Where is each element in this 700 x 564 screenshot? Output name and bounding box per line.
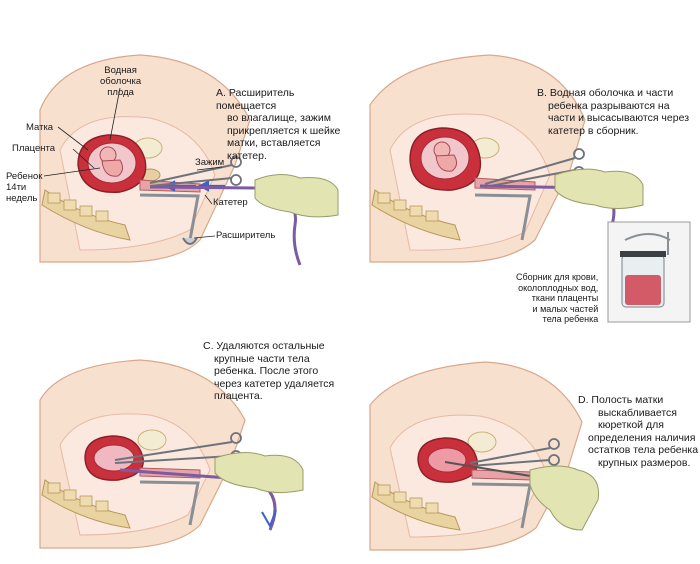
caption-line: крупных размеров.: [598, 456, 691, 469]
panel-d: D. Полость матки выскабливается кюреткой…: [350, 330, 700, 564]
panel-a-illustration: [39, 54, 339, 266]
label-uterus: Матка: [26, 122, 54, 133]
caption-line: ребенка разрываются на: [548, 99, 670, 112]
caption-line: ребенка. После этого: [214, 365, 319, 377]
caption-line: В. Водная оболочка и части: [537, 87, 674, 99]
caption-line: А. Расширитель помещается: [216, 87, 295, 112]
label-amniotic-sac: Водная оболочка плода: [100, 65, 141, 98]
label-clamp: Зажим: [195, 157, 225, 168]
panel-d-illustration: [369, 361, 600, 551]
caption-line: выскабливается: [598, 406, 677, 419]
label-collector: Сборник для крови, околоплодных вод, тка…: [516, 272, 598, 325]
caption-line: катетер в сборник.: [548, 124, 639, 137]
label-line: 14ти: [6, 182, 27, 193]
label-catheter: Катетер: [213, 197, 248, 208]
caption-line: определения наличия: [588, 431, 696, 444]
label-line: плода: [107, 87, 134, 98]
caption-line: кюреткой для: [598, 419, 664, 431]
caption-line: С. Удаляются остальные: [203, 340, 325, 352]
panel-a: А. Расширитель помещается во влагалище, …: [0, 0, 350, 280]
caption-line: матки, вставляется катетер.: [227, 137, 321, 162]
panel-b: В. Водная оболочка и части ребенка разры…: [350, 0, 700, 330]
label-line: оболочка: [100, 76, 142, 87]
panel-b-illustration: [369, 54, 691, 323]
caption-line: прикрепляется к шейке: [227, 124, 341, 137]
panel-b-caption: В. Водная оболочка и части ребенка разры…: [537, 87, 689, 137]
caption-line: во влагалище, зажим: [227, 112, 331, 124]
label-line: ткани плаценты: [531, 293, 599, 303]
label-line: тела ребенка: [542, 314, 599, 324]
panel-d-caption: D. Полость матки выскабливается кюреткой…: [578, 394, 698, 469]
label-line: и малых частей: [532, 303, 599, 314]
label-dilator: Расширитель: [216, 230, 276, 241]
label-line: Водная: [104, 65, 137, 76]
caption-line: остатков тела ребенка: [588, 444, 699, 456]
label-line: околоплодных вод,: [518, 282, 599, 293]
panel-c-illustration: [39, 359, 304, 549]
panel-a-caption: А. Расширитель помещается во влагалище, …: [216, 87, 350, 162]
label-line: Ребенок: [6, 171, 43, 182]
caption-line: крупные части тела: [214, 352, 310, 365]
label-child: Ребенок 14ти недель: [6, 171, 42, 204]
caption-line: части и высасываются через: [548, 112, 690, 124]
panel-c: С. Удаляются остальные крупные части тел…: [0, 330, 350, 564]
caption-line: D. Полость матки: [578, 394, 664, 406]
panel-c-caption: С. Удаляются остальные крупные части тел…: [203, 340, 334, 403]
label-placenta: Плацента: [12, 143, 56, 154]
label-line: недель: [6, 193, 38, 204]
label-line: Сборник для крови,: [516, 272, 599, 282]
caption-line: через катетер удаляется: [214, 377, 335, 390]
caption-line: плацента.: [214, 390, 263, 402]
